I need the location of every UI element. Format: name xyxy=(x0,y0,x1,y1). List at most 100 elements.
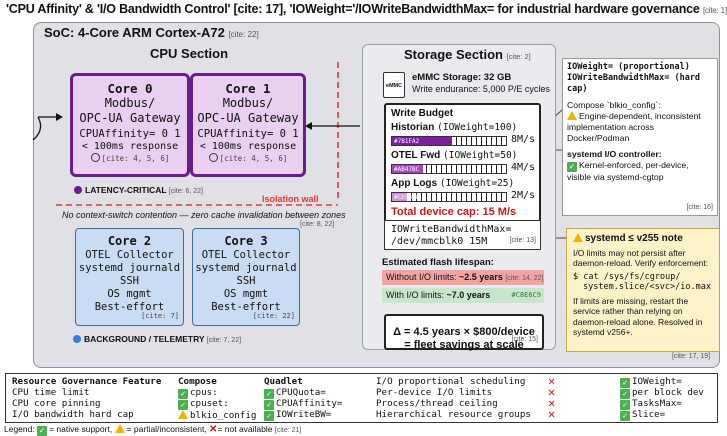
table-row: CPU time limit ✓cpus: ✓CPUQuota= xyxy=(6,387,717,399)
cross-icon: ✕ xyxy=(548,396,556,410)
callout-iowritebw-line: IOWriteBandwidthMax= (hard cap) xyxy=(567,73,701,94)
check-icon: ✓ xyxy=(567,162,577,172)
note-paragraph-1: I/O limits may not persist after daemon-… xyxy=(573,247,709,269)
soc-title: SoC: 4-Core ARM Cortex-A72 [cite: 22] xyxy=(44,25,259,40)
table-row: I/O proportional scheduling ✕ ✓IOWeight= xyxy=(6,374,717,388)
core-0-name: Core 0 xyxy=(107,81,153,96)
check-icon: ✓ xyxy=(37,426,48,436)
core-2-name: Core 2 xyxy=(107,234,152,248)
flash-lifespan-title: Estimated flash lifespan: xyxy=(382,257,494,268)
table-row: CPU core pinning ✓cpuset: ✓CPUAffinity= xyxy=(6,398,717,410)
emmc-capacity: eMMC Storage: 32 GB xyxy=(412,72,512,83)
clock-icon xyxy=(90,153,100,162)
cross-icon: ✕ xyxy=(548,385,556,399)
emmc-chip-icon: eMMC xyxy=(383,72,405,98)
row-quadlet: ✓TasksMax= xyxy=(620,398,682,410)
check-icon: ✓ xyxy=(620,411,630,421)
budget-historian-rate: 8M/s xyxy=(511,134,536,145)
check-icon: ✓ xyxy=(264,411,274,421)
write-budget-title: Write Budget xyxy=(391,108,454,119)
core-2-line: SSH xyxy=(120,275,139,287)
table-row: I/O bandwidth hard cap blkio_config ✓IOW… xyxy=(6,409,717,422)
row-quadlet: ✓CPUQuota= xyxy=(264,387,326,399)
delta-line1: Δ = 4.5 years × $800/device xyxy=(393,326,535,338)
core-3-line: SSH xyxy=(236,275,256,287)
latency-critical-label: LATENCY-CRITICAL [cite: 6, 22] xyxy=(74,185,203,195)
core-3-cite: [cite: 22] xyxy=(252,312,295,320)
core-3-name: Core 3 xyxy=(224,234,268,248)
note-paragraph-2: If limits are missing, restart the servi… xyxy=(573,295,703,338)
budget-applogs-rate: 2M/s xyxy=(511,190,536,201)
row-compose: ✓cpus: xyxy=(178,387,218,399)
warning-icon xyxy=(567,111,577,120)
core-2-box: Core 2 OTEL Collector systemd journald S… xyxy=(75,228,184,326)
callout-systemd-text: ✓Kernel-enforced, per-device, visible vi… xyxy=(567,160,689,182)
cpu-section-title: CPU Section xyxy=(150,46,229,61)
budget-historian-label: Historian (IOWeight=100) xyxy=(391,122,518,133)
header-compose: Compose xyxy=(178,376,217,387)
callout-compose-intro: Compose `blkio_config`: xyxy=(567,100,661,110)
core-0-role-line1: Modbus/ xyxy=(104,96,156,110)
row-feature: I/O proportional scheduling xyxy=(376,376,526,387)
callout-compose-text: Engine-dependent, inconsistent implement… xyxy=(567,111,701,143)
cross-icon: ✕ xyxy=(209,424,218,435)
clock-icon xyxy=(208,153,218,162)
core-1-role-line2: OPC-UA Gateway xyxy=(197,111,299,125)
budget-applogs-bar: #CE93D8 xyxy=(391,192,507,202)
core-2-line: OTEL Collector xyxy=(85,249,174,261)
storage-section-title: Storage Section [cite: 2] xyxy=(404,47,531,62)
row-feature: Hierarchical resource groups xyxy=(376,409,531,420)
row-feature: CPU time limit xyxy=(12,387,90,398)
table-row: Hierarchical resource groups ✕ ✓Slice= xyxy=(6,407,717,421)
callout-systemd-intro: systemd I/O controller: xyxy=(567,149,662,159)
fleet-savings-box: Δ = 4.5 years × $800/device = fleet savi… xyxy=(384,314,544,351)
core-0-box: Core 0 Modbus/ OPC-UA Gateway CPUAffinit… xyxy=(70,73,190,177)
page-title: 'CPU Affinity' & 'I/O Bandwidth Control'… xyxy=(6,2,727,16)
legend: Legend: ✓= native support, = partial/inc… xyxy=(4,424,302,436)
table-row: Process/thread ceiling ✕ ✓TasksMax= xyxy=(6,396,717,410)
cross-icon: ✕ xyxy=(548,374,556,388)
lifespan-without-limits: Without I/O limits: ~2.5 years [cite: 14… xyxy=(382,270,544,285)
budget-otel-fill: #AB47BC xyxy=(392,165,423,173)
core-2-cite: [cite: 7] xyxy=(141,312,179,320)
check-icon: ✓ xyxy=(620,378,630,388)
row-feature: I/O bandwidth hard cap xyxy=(12,409,134,420)
background-dot-icon xyxy=(73,335,81,343)
check-icon: ✓ xyxy=(264,400,274,410)
bandwidth-directive-line2: /dev/mmcblk0 15M xyxy=(391,236,488,247)
check-icon: ✓ xyxy=(620,400,630,410)
row-compose: blkio_config xyxy=(178,410,256,422)
core-1-response: < 100ms response xyxy=(199,141,297,152)
cross-icon: ✕ xyxy=(548,407,556,421)
table-row: Per-device I/O limits ✕ ✓per block dev xyxy=(6,385,717,399)
core-0-affinity: CPUAffinity= 0 1 xyxy=(79,128,181,140)
core-0-response: < 100ms response xyxy=(81,141,179,152)
row-quadlet: ✓IOWeight= xyxy=(620,376,682,388)
bandwidth-directive-line1: IOWriteBandwidthMax= xyxy=(391,224,512,235)
isolation-wall-label: Isolation wall xyxy=(262,194,319,204)
check-icon: ✓ xyxy=(620,389,630,399)
core-2-line: OS mgmt xyxy=(107,288,152,300)
core-1-cites: [cite: 4, 5, 6] xyxy=(193,153,303,163)
row-quadlet: ✓IOWriteBW= xyxy=(264,409,331,421)
note-command-line2: system.slice/<svc>/io.max xyxy=(583,282,711,292)
background-telemetry-label: BACKGROUND / TELEMETRY [cite: 7, 22] xyxy=(73,334,241,344)
note-cite: [cite: 17, 19] xyxy=(672,353,711,360)
row-quadlet: ✓per block dev xyxy=(620,387,704,399)
row-feature: Per-device I/O limits xyxy=(376,387,493,398)
contention-cite: [cite: 8, 22] xyxy=(300,221,335,228)
note-command-line1: $ cat /sys/fs/cgroup/ xyxy=(573,271,681,282)
budget-otel-rate: 4M/s xyxy=(511,162,536,173)
core-3-line: Best-effort xyxy=(211,301,281,313)
budget-historian-fill: #7B1FA2 xyxy=(392,137,453,145)
check-icon: ✓ xyxy=(264,389,274,399)
core-2-line: systemd journald xyxy=(78,262,181,274)
lifespan-with-limits: With I/O limits: ~7.0 years #C8E6C9 xyxy=(382,288,544,303)
delta-line2: = fleet savings at scale xyxy=(404,339,524,351)
core-3-line: OTEL Collector xyxy=(201,249,291,261)
warning-icon xyxy=(114,424,125,433)
row-quadlet: ✓Slice= xyxy=(620,409,665,421)
callout-io-cite: [cite: 16] xyxy=(686,204,713,211)
note-title: systemd ≤ v255 note xyxy=(573,233,713,245)
table-header-row: Resource Governance Feature Compose Quad… xyxy=(6,376,717,388)
